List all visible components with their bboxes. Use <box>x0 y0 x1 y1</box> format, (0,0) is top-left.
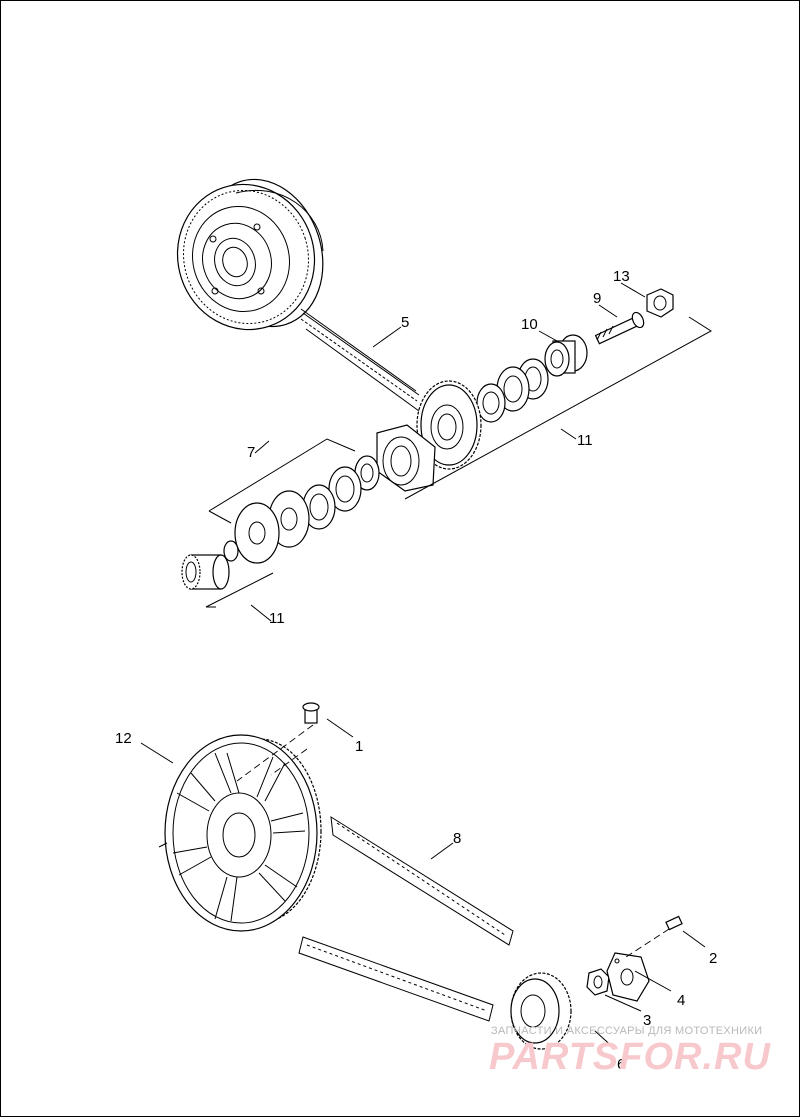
callout-10: 10 <box>521 316 538 333</box>
drive-belt <box>298 816 514 1022</box>
callout-6: 6 <box>617 1056 625 1073</box>
callout-7: 7 <box>247 444 255 461</box>
callout-9: 9 <box>593 290 601 307</box>
rear-pulley <box>164 734 322 932</box>
callout-12: 12 <box>115 730 132 747</box>
pulley-nut <box>586 968 610 996</box>
lock-plate <box>606 952 650 1002</box>
pulley-bolt <box>302 702 320 724</box>
sliding-cam <box>544 334 588 377</box>
primary-chain <box>300 308 420 412</box>
callout-11-upper: 11 <box>577 432 593 449</box>
shaft-extension <box>181 554 230 590</box>
callout-2: 2 <box>709 950 717 967</box>
callout-8: 8 <box>453 830 461 847</box>
washer <box>476 383 506 423</box>
lock-plate-screw <box>665 915 683 931</box>
callout-13: 13 <box>613 268 630 285</box>
nut <box>646 288 674 318</box>
bolt <box>594 311 645 345</box>
large-washer <box>234 502 280 564</box>
callout-4: 4 <box>677 992 685 1009</box>
watermark-tagline: ЗАПЧАСТИ И АКСЕССУАРЫ ДЛЯ МОТОТЕХНИКИ <box>491 1025 762 1037</box>
watermark-brand: PARTSFOR.RU <box>489 1036 771 1078</box>
callout-1: 1 <box>355 738 363 755</box>
callout-3: 3 <box>643 1012 651 1029</box>
transmission-pulley <box>510 972 572 1050</box>
callout-5: 5 <box>401 314 409 331</box>
clutch-basket <box>176 178 324 331</box>
o-ring <box>223 540 239 562</box>
callout-11-lower: 11 <box>269 610 285 627</box>
